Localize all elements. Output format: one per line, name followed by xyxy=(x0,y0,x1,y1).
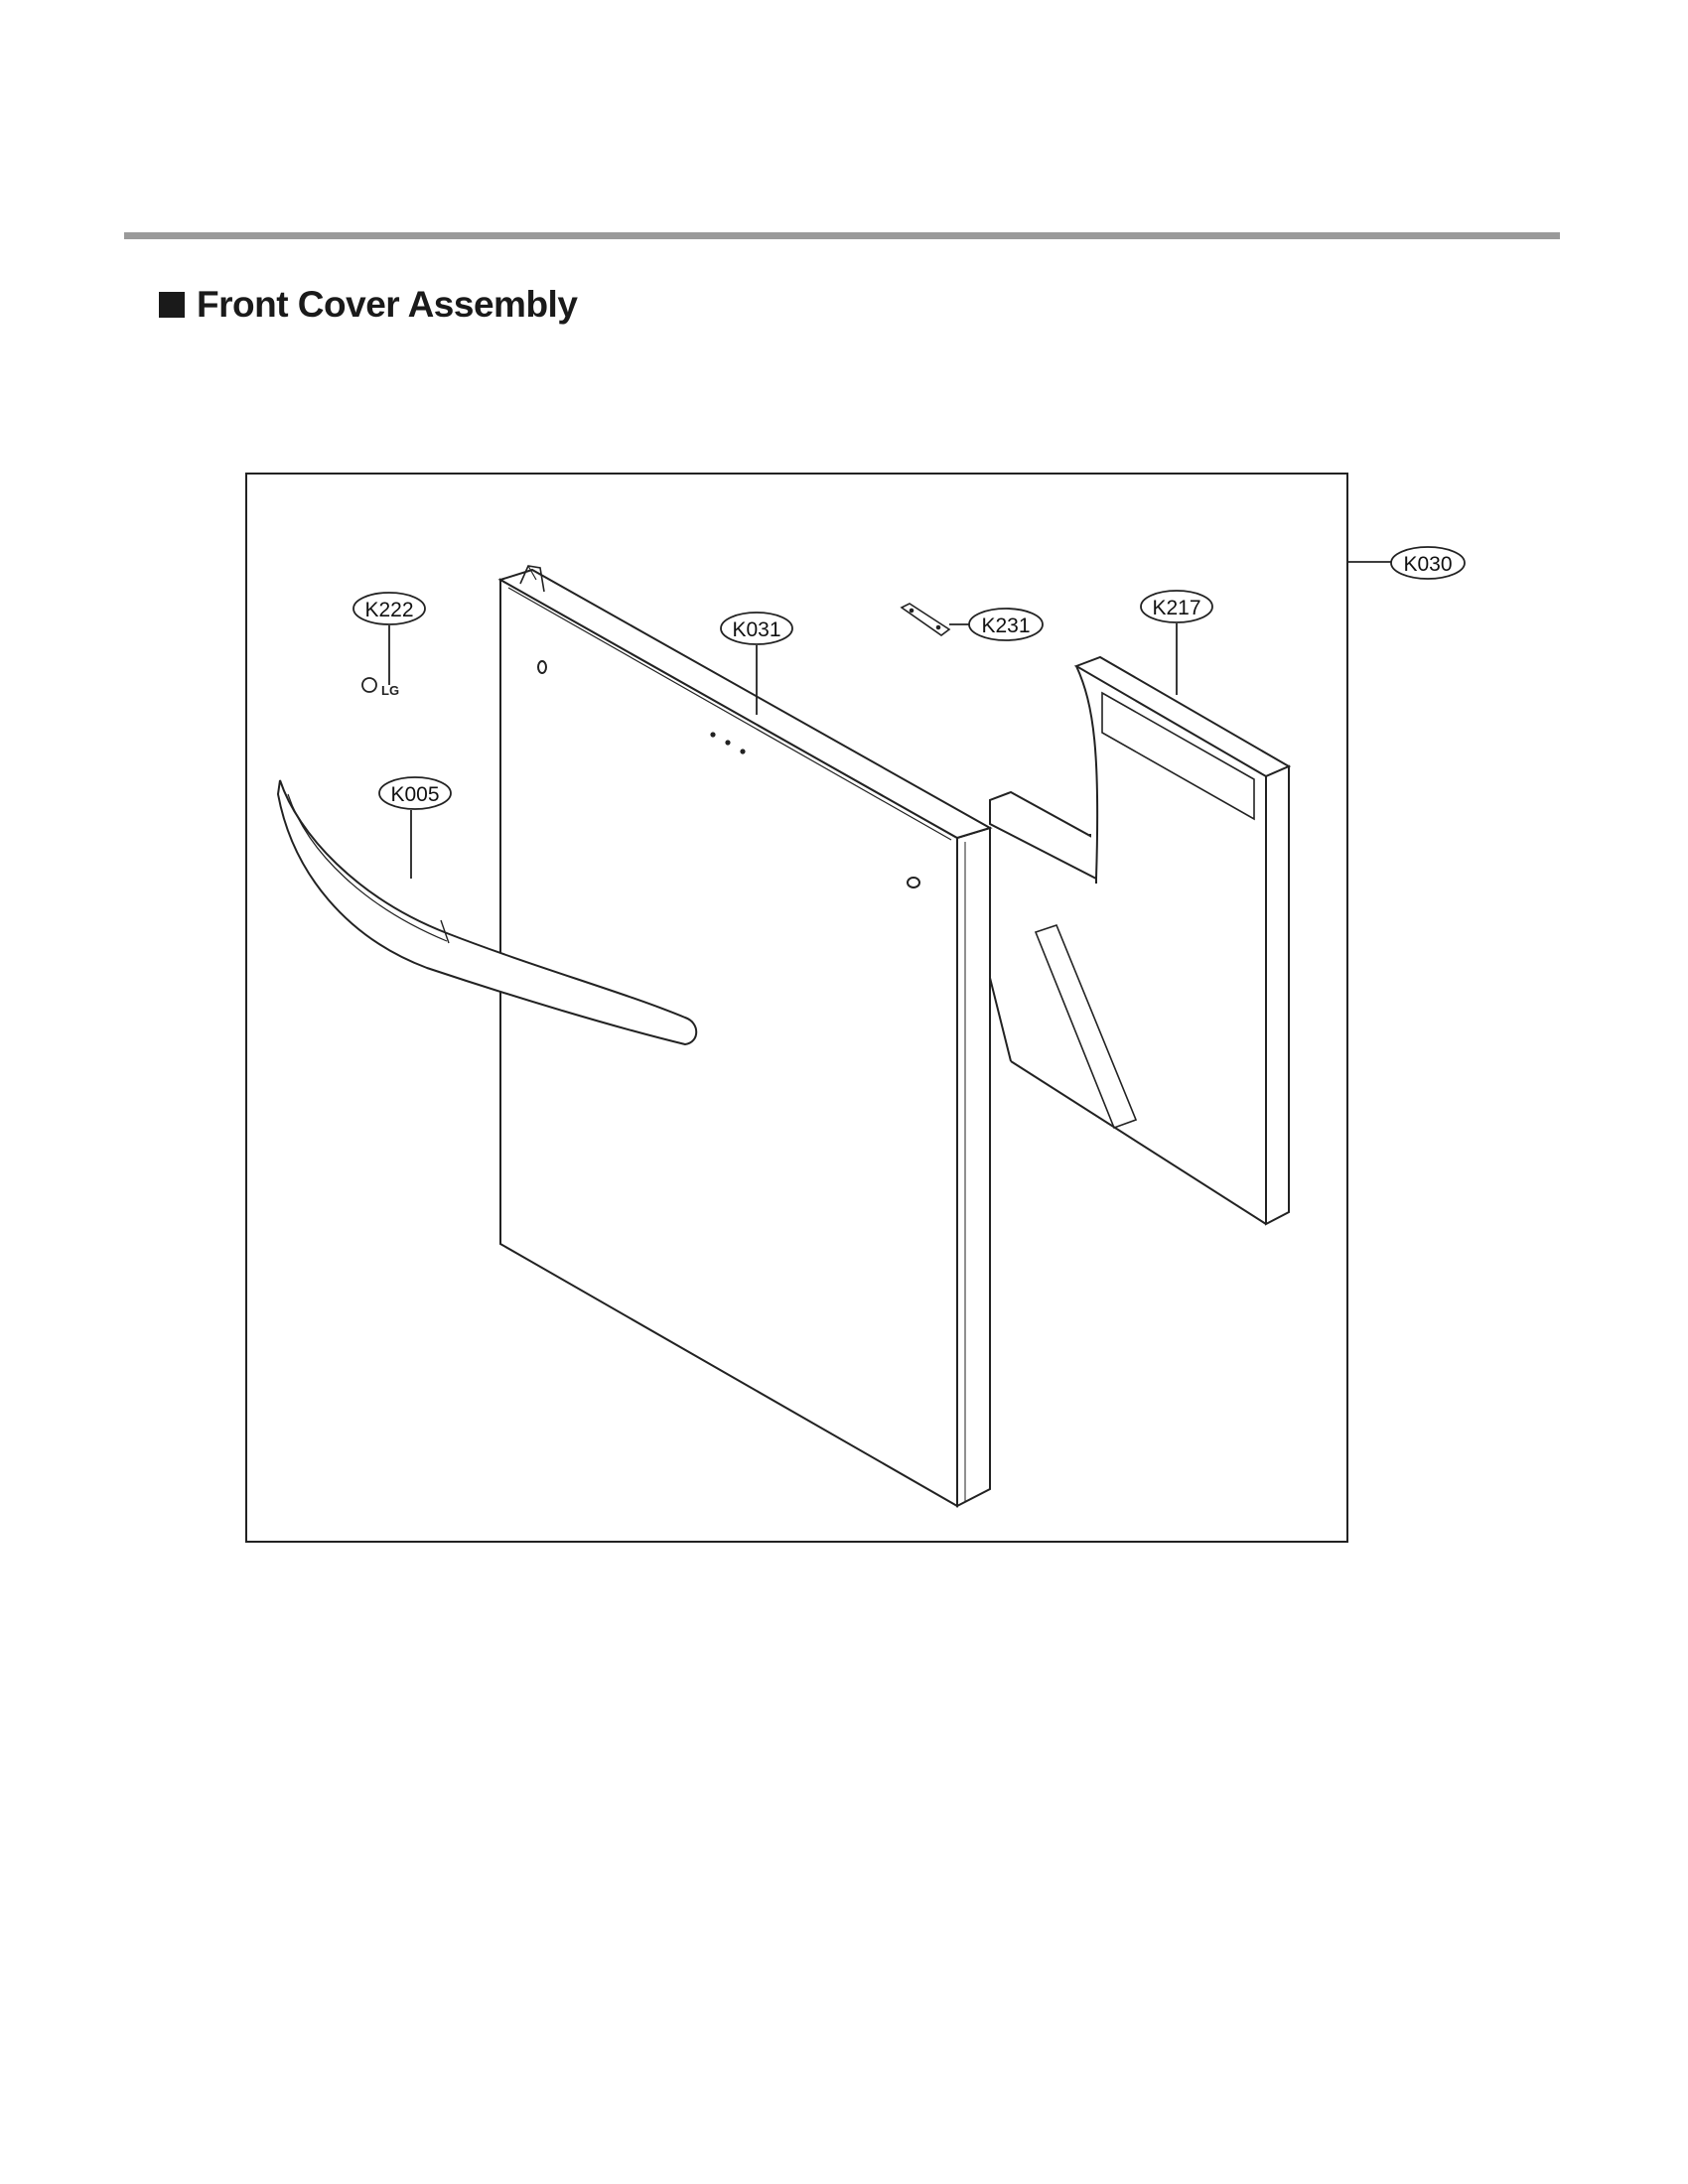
section-title: Front Cover Assembly xyxy=(197,284,578,325)
svg-text:K217: K217 xyxy=(1152,597,1200,619)
callout-k222: K222 xyxy=(352,592,426,625)
section-heading: Front Cover Assembly xyxy=(159,283,578,327)
svg-text:K005: K005 xyxy=(390,783,439,806)
callout-k217: K217 xyxy=(1140,590,1213,623)
callout-k231: K231 xyxy=(968,608,1044,641)
callout-k031: K031 xyxy=(720,612,793,645)
svg-text:K031: K031 xyxy=(732,618,780,641)
top-divider-rule xyxy=(124,232,1560,239)
door-handle xyxy=(276,779,698,1046)
cover-panel xyxy=(989,655,1292,1226)
heading-bullet-square xyxy=(159,292,185,318)
svg-text:K231: K231 xyxy=(981,614,1030,637)
callout-leader-lines xyxy=(388,623,1178,879)
callout-k030: K030 xyxy=(1390,546,1466,580)
small-bracket-part xyxy=(900,603,951,636)
svg-text:LG: LG xyxy=(381,683,399,698)
svg-text:K222: K222 xyxy=(364,599,413,621)
door-panel xyxy=(497,565,993,1508)
callout-k005: K005 xyxy=(378,776,452,810)
logo-badge-part: LG xyxy=(361,677,399,698)
diagram-frame xyxy=(245,473,1348,1543)
svg-text:K030: K030 xyxy=(1403,553,1452,576)
